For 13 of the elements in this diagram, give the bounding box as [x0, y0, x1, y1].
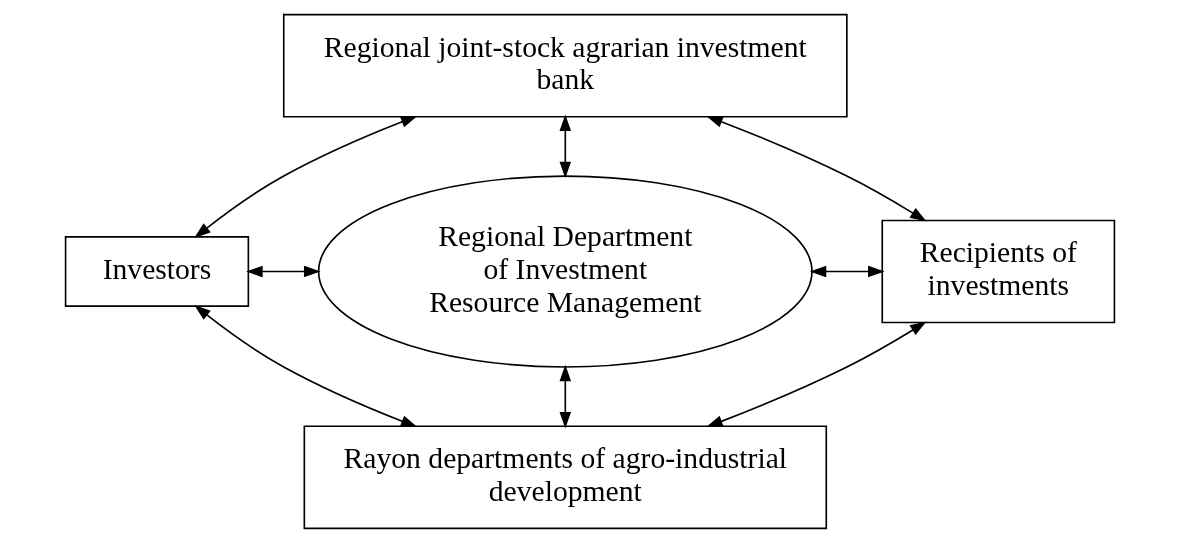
arrow [809, 265, 885, 278]
node-box: Investors [64, 236, 250, 307]
arrow [559, 364, 572, 429]
node-ellipse: Regional Department of Investment Resource Management [317, 175, 813, 368]
node-box: Regional joint-stock agrarian investment bank [282, 13, 848, 118]
node-box: Recipients of investments [881, 219, 1116, 324]
arrow [706, 115, 927, 222]
arrow [559, 114, 572, 179]
arrow [194, 304, 418, 428]
arrow [706, 321, 927, 428]
node-box: Rayon departments of agro-industrial development [303, 425, 828, 530]
arrow [194, 115, 418, 239]
arrow [246, 265, 321, 278]
